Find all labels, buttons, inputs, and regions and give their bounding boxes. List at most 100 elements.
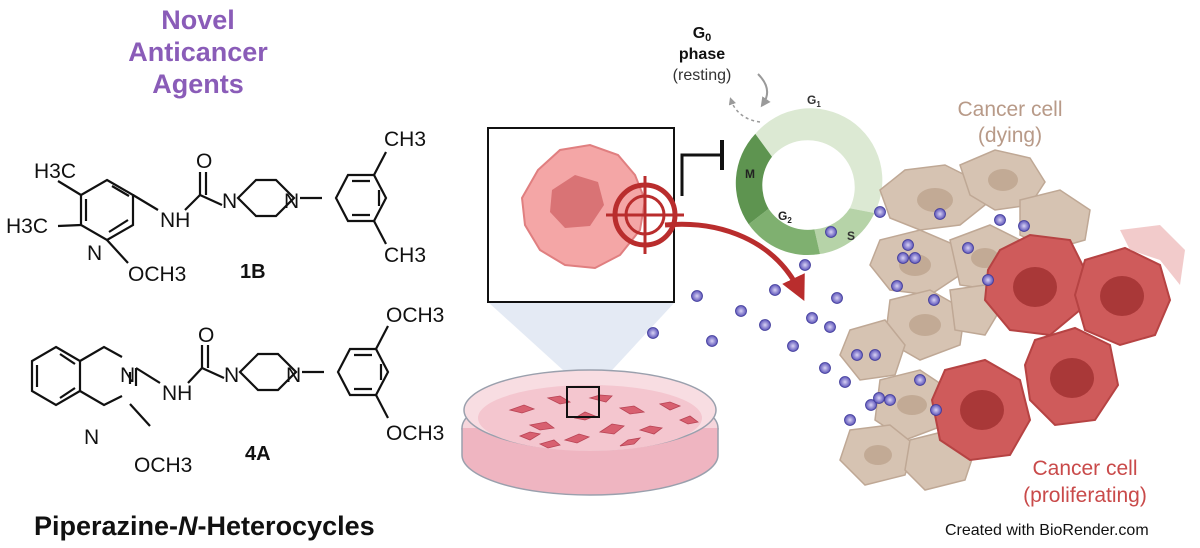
piperazine-ring-1b <box>236 178 296 218</box>
dying-cell-label-line1: Cancer cell <box>957 98 1062 121</box>
drug-molecule <box>769 284 781 296</box>
1b-aryl-ch3-bottom: CH3 <box>384 244 426 267</box>
targeted-cell-nucleus <box>550 175 604 228</box>
drug-molecule <box>909 252 921 264</box>
1b-h3c-left: H3C <box>6 215 48 238</box>
1b-pip-n1: N <box>222 190 237 213</box>
drug-molecule <box>824 321 836 333</box>
drug-molecule <box>994 214 1006 226</box>
proliferating-cell-shadow <box>1120 225 1185 285</box>
drug-molecule <box>735 305 747 317</box>
g0-phase-label: phase <box>679 46 725 63</box>
drug-molecule <box>930 404 942 416</box>
drug-molecule <box>787 340 799 352</box>
g0-label: G0 <box>693 25 712 44</box>
drug-molecule <box>844 414 856 426</box>
4a-ring-n-top: N <box>120 364 135 387</box>
drug-molecule <box>759 319 771 331</box>
drug-molecule <box>934 208 946 220</box>
class-title-prefix: Piperazine- <box>34 511 179 541</box>
4a-aryl-ome-top: OCH3 <box>386 304 444 327</box>
pyridine-ring <box>79 178 135 242</box>
drug-molecule <box>884 394 896 406</box>
cell-cycle-diagram: G1 S G2 M G0 phase (resting) <box>673 25 883 256</box>
phase-g1-label: G1 <box>807 93 821 109</box>
drug-molecule <box>874 206 886 218</box>
1b-pip-n2: N <box>284 190 299 213</box>
drug-molecule <box>897 252 909 264</box>
1b-methoxy: OCH3 <box>128 263 186 286</box>
petri-dish <box>461 302 719 496</box>
compound-4a-label: 4A <box>245 443 271 465</box>
phase-g2-arc <box>748 208 820 256</box>
drug-molecule <box>691 290 703 302</box>
proliferating-cell-nucleus <box>1100 276 1144 316</box>
drug-molecule <box>982 274 994 286</box>
compound-1b-structure <box>57 151 388 264</box>
drug-molecule <box>831 292 843 304</box>
1b-amide-nh: NH <box>160 209 190 232</box>
g0-resting-label: (resting) <box>673 67 732 84</box>
zoomed-cell-panel <box>487 127 684 303</box>
drug-molecule <box>873 392 885 404</box>
phase-m-label: M <box>745 167 755 181</box>
proliferating-cell-nucleus <box>1013 267 1057 307</box>
g0-exit-arrow <box>757 73 771 108</box>
compound-4a-labels: N N OCH3 O NH N N OCH3 OCH3 4A <box>84 304 444 477</box>
drug-molecule <box>891 280 903 292</box>
compound-class-title: Piperazine-N-Heterocycles <box>34 511 375 542</box>
drug-molecule <box>819 362 831 374</box>
drug-molecule <box>962 242 974 254</box>
class-title-italic: N <box>178 511 198 541</box>
drug-molecule <box>839 376 851 388</box>
zoom-region-box <box>566 386 600 418</box>
header-title-line-1: Novel <box>161 5 235 35</box>
proliferating-cell-nucleus <box>960 390 1004 430</box>
drug-molecule <box>806 312 818 324</box>
zoom-cone <box>488 302 675 381</box>
benzo-ring <box>30 345 82 407</box>
inhibition-line <box>680 153 720 196</box>
compound-4a-structure <box>30 325 390 427</box>
biorender-credit: Created with BioRender.com <box>945 522 1149 539</box>
drug-molecule <box>851 349 863 361</box>
drug-molecule <box>869 349 881 361</box>
dish-cells <box>508 394 699 449</box>
4a-ring-n-bottom: N <box>84 426 99 449</box>
4a-pip-n1: N <box>224 364 239 387</box>
phase-g1-arc <box>755 108 883 213</box>
drug-molecule <box>865 399 877 411</box>
drug-molecule <box>825 226 837 238</box>
phase-s-arc <box>814 208 875 254</box>
drug-molecule <box>914 374 926 386</box>
proliferating-cell-label-line1: Cancer cell <box>1032 457 1137 480</box>
drug-molecule <box>1018 220 1030 232</box>
header-title-line-2: Anticancer <box>128 37 268 67</box>
header-title-line-3: Agents <box>152 69 244 99</box>
1b-h3c-top: H3C <box>34 160 76 183</box>
compound-1b-label: 1B <box>240 261 266 283</box>
1b-carbonyl-o: O <box>196 150 212 173</box>
drug-molecule <box>928 294 940 306</box>
phase-s-label: S <box>847 229 855 243</box>
g0-entry-arrow <box>728 97 761 123</box>
compound-1b-labels: H3C H3C N OCH3 O NH N N CH3 CH3 1B <box>6 128 426 286</box>
4a-pip-n2: N <box>286 364 301 387</box>
4a-carbonyl-o: O <box>198 324 214 347</box>
drug-molecule <box>902 239 914 251</box>
crosshair-icon <box>606 176 684 254</box>
dying-cell-label-line2: (dying) <box>978 124 1042 147</box>
header-title: Novel Anticancer Agents <box>118 4 278 100</box>
class-title-suffix: -Heterocycles <box>197 511 375 541</box>
treatment-arrow <box>664 221 805 302</box>
4a-aryl-ome-bottom: OCH3 <box>386 422 444 445</box>
1b-aryl-ch3-top: CH3 <box>384 128 426 151</box>
4a-amide-nh: NH <box>162 382 192 405</box>
drug-molecule <box>706 335 718 347</box>
proliferating-cell-label-line2: (proliferating) <box>1023 484 1147 507</box>
phase-g2-label: G2 <box>778 209 792 225</box>
proliferating-cell-nucleus <box>1050 358 1094 398</box>
drug-molecules <box>647 206 1030 426</box>
4a-methoxy: OCH3 <box>134 454 192 477</box>
